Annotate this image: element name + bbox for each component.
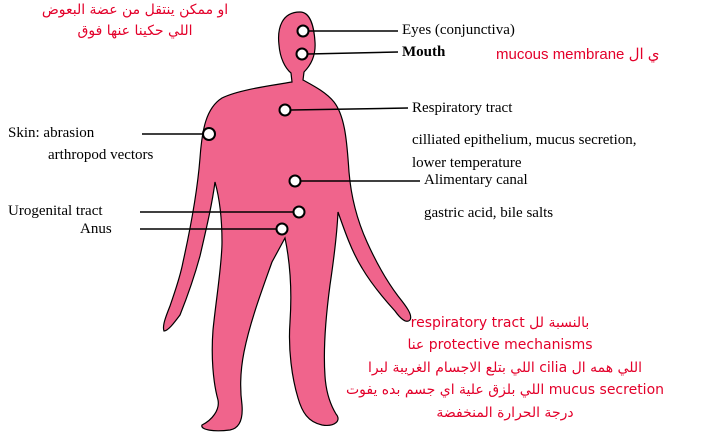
- mouth-leader: [308, 52, 398, 54]
- label-alimentary: Alimentary canal: [424, 172, 528, 189]
- label-alimentary-desc: gastric acid, bile salts: [424, 205, 553, 222]
- label-respiratory: Respiratory tract: [412, 100, 512, 117]
- respiratory-marker: [280, 105, 291, 116]
- label-urogenital: Urogenital tract: [8, 203, 103, 220]
- note-bottom-line-5: درجة الحرارة المنخفضة: [300, 404, 710, 422]
- urogenital-marker: [294, 207, 305, 218]
- label-respiratory-desc-1: cilliated epithelium, mucus secretion,: [412, 132, 637, 149]
- mouth-marker: [297, 49, 308, 60]
- label-eyes: Eyes (conjunctiva): [402, 22, 515, 39]
- label-respiratory-desc-2: lower temperature: [412, 155, 522, 172]
- note-top-line-1: او ممكن ينتقل من عضة البعوض: [10, 1, 260, 19]
- note-bottom-line-2: protective mechanisms عنا: [300, 336, 700, 354]
- skin-marker: [203, 128, 215, 140]
- label-skin-2: arthropod vectors: [48, 147, 153, 164]
- alimentary-marker: [290, 176, 301, 187]
- note-bottom-line-4: mucus secretion اللي بلزق علية اي جسم بد…: [300, 381, 710, 399]
- label-anus: Anus: [80, 221, 112, 238]
- note-top-line-2: اللي حكينا عنها فوق: [30, 22, 240, 40]
- label-skin-1: Skin: abrasion: [8, 125, 94, 142]
- anus-marker: [277, 224, 288, 235]
- note-bottom-line-3: اللي همه ال cilia اللي بتلع الاجسام الغر…: [300, 359, 710, 377]
- note-mucous-membrane: mucous membrane ي ال: [496, 46, 710, 64]
- label-mouth: Mouth: [402, 44, 445, 61]
- note-bottom-line-1: بالنسبة لل respiratory tract: [300, 314, 700, 332]
- eye-marker: [298, 26, 309, 37]
